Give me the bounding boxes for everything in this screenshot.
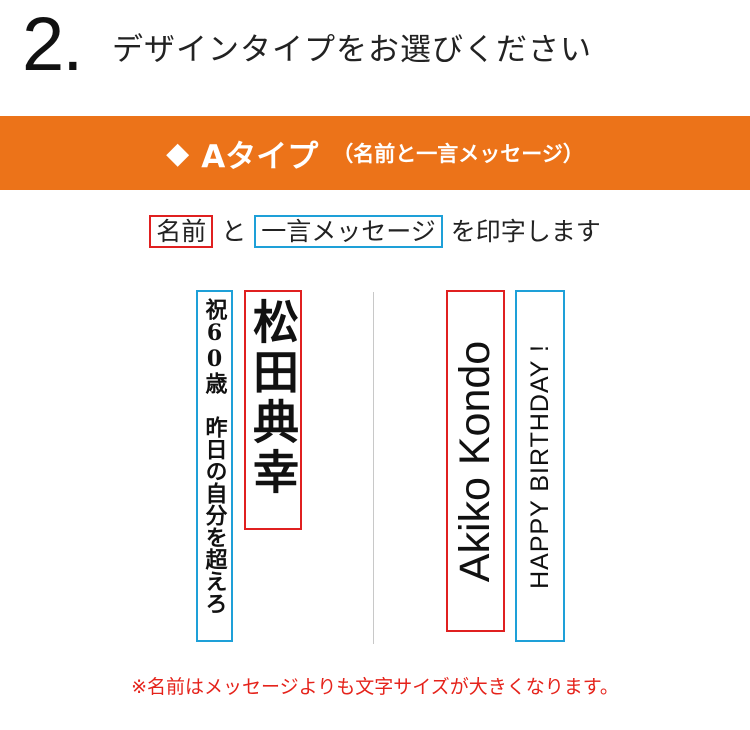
jp-name-text: 松田典幸 [246, 298, 300, 498]
type-banner: ◆ Aタイプ （名前と一言メッセージ） [0, 116, 750, 190]
step-number: 2. [22, 2, 83, 87]
jp-message-text: 祝60歳 昨日の自分を超えろ [201, 298, 228, 614]
intro-suffix: を印字します [450, 217, 601, 246]
type-name: Aタイプ [201, 138, 319, 175]
en-message-box: HAPPY BIRTHDAY ! [515, 290, 565, 642]
diamond-icon: ◆ [166, 135, 190, 171]
en-message-text: HAPPY BIRTHDAY ! [525, 343, 554, 589]
name-label: 名前 [149, 215, 214, 248]
en-name-box: Akiko Kondo [446, 290, 505, 632]
type-subtitle: （名前と一言メッセージ） [332, 142, 584, 166]
intro-text: 名前 と 一言メッセージ を印字します [0, 214, 750, 250]
connector-text: と [221, 217, 247, 246]
divider [373, 292, 374, 644]
jp-message-box: 祝60歳 昨日の自分を超えろ [196, 290, 233, 642]
page-title: デザインタイプをお選びください [112, 32, 592, 68]
size-note: ※名前はメッセージよりも文字サイズが大きくなります。 [131, 676, 619, 698]
jp-name-box: 松田典幸 [244, 290, 302, 530]
en-name-text: Akiko Kondo [451, 340, 499, 582]
message-label: 一言メッセージ [254, 215, 443, 248]
